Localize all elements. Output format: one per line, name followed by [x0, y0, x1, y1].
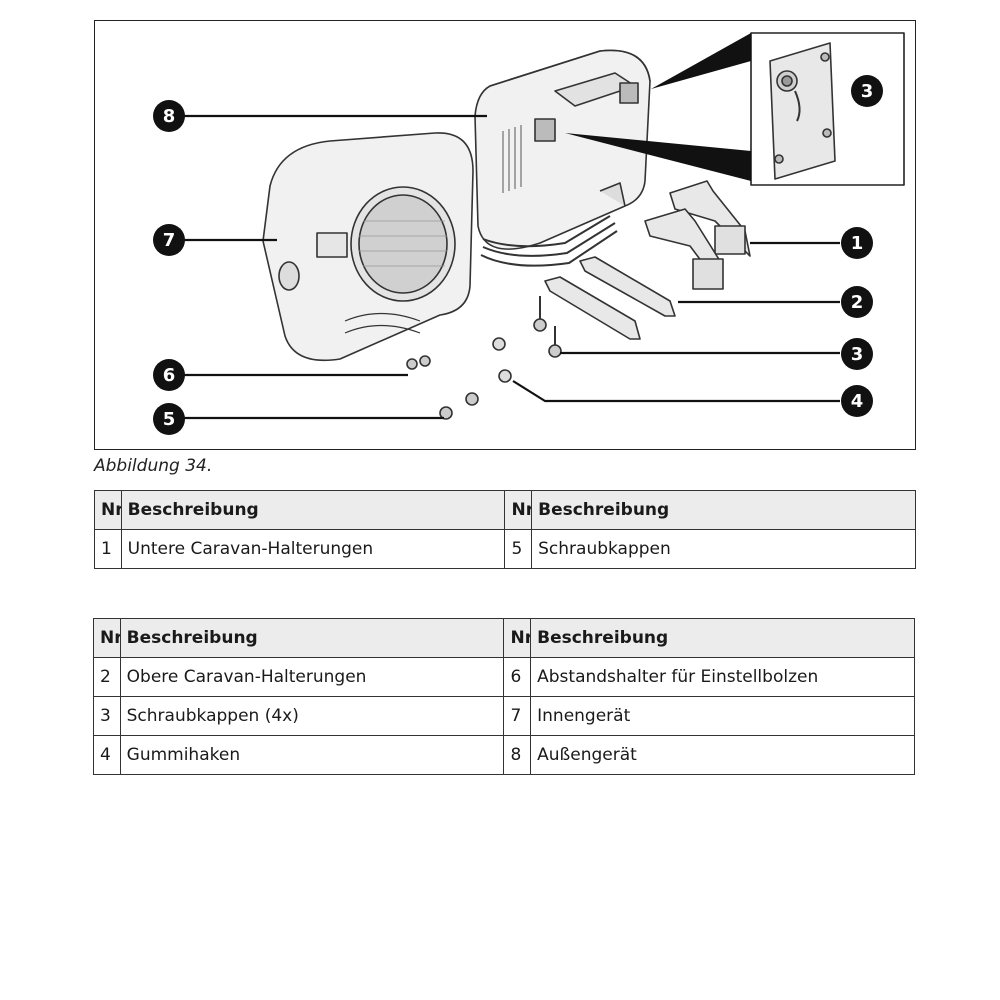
table-header-row: Nr. Beschreibung Nr. Beschreibung [93, 618, 915, 658]
upper-brackets [544, 256, 676, 340]
column-header-nr: Nr. [94, 490, 122, 530]
part-number: 5 [504, 529, 533, 569]
parts-table-2: Nr. Beschreibung Nr. Beschreibung 2 Ober… [93, 618, 915, 775]
callout-2: 2 [851, 292, 864, 313]
part-description: Abstandshalter für Einstellbolzen [530, 657, 915, 697]
exploded-view-figure: 8 7 6 5 3 1 2 3 4 [94, 20, 916, 450]
small-parts [406, 296, 562, 420]
column-header-description: Beschreibung [530, 618, 915, 658]
part-number: 7 [503, 696, 532, 736]
exploded-view-illustration: 8 7 6 5 3 1 2 3 4 [153, 32, 905, 435]
indoor-unit [262, 132, 474, 362]
detail-inset [750, 32, 905, 186]
table-header-row: Nr. Beschreibung Nr. Beschreibung [94, 490, 916, 530]
callout-7: 7 [163, 230, 176, 251]
figure-caption: Abbildung 34. [94, 456, 213, 476]
part-description: Schraubkappen [531, 529, 916, 569]
part-number: 3 [93, 696, 121, 736]
callout-6: 6 [163, 365, 176, 386]
callout-1: 1 [851, 233, 864, 254]
part-description: Gummihaken [119, 735, 505, 775]
column-header-description: Beschreibung [531, 490, 916, 530]
column-header-nr: Nr. [504, 490, 533, 530]
parts-table-1: Nr. Beschreibung Nr. Beschreibung 1 Unte… [94, 490, 916, 569]
part-number: 8 [503, 735, 532, 775]
column-header-nr: Nr. [93, 618, 121, 658]
outdoor-unit [474, 49, 651, 250]
table-row: 3 Schraubkappen (4x) 7 Innengerät [93, 696, 915, 736]
part-description: Obere Caravan-Halterungen [119, 657, 505, 697]
part-description: Schraubkappen (4x) [119, 696, 505, 736]
part-number: 6 [503, 657, 532, 697]
table-row: 1 Untere Caravan-Halterungen 5 Schraubka… [94, 529, 916, 569]
column-header-nr: Nr. [503, 618, 532, 658]
lower-brackets [644, 180, 751, 290]
callout-4: 4 [851, 391, 864, 412]
callout-5: 5 [163, 409, 176, 430]
leader-lines [183, 114, 840, 420]
callout-3: 3 [851, 344, 864, 365]
table-row: 2 Obere Caravan-Halterungen 6 Abstandsha… [93, 657, 915, 697]
part-number: 1 [94, 529, 122, 569]
column-header-description: Beschreibung [120, 490, 506, 530]
callout-3-inset: 3 [861, 81, 874, 102]
part-description: Außengerät [530, 735, 915, 775]
callouts: 8 7 6 5 3 1 2 3 4 [153, 75, 883, 435]
callout-8: 8 [163, 106, 176, 127]
part-number: 2 [93, 657, 121, 697]
part-description: Untere Caravan-Halterungen [120, 529, 506, 569]
table-row: 4 Gummihaken 8 Außengerät [93, 735, 915, 775]
part-number: 4 [93, 735, 121, 775]
part-description: Innengerät [530, 696, 915, 736]
column-header-description: Beschreibung [119, 618, 505, 658]
